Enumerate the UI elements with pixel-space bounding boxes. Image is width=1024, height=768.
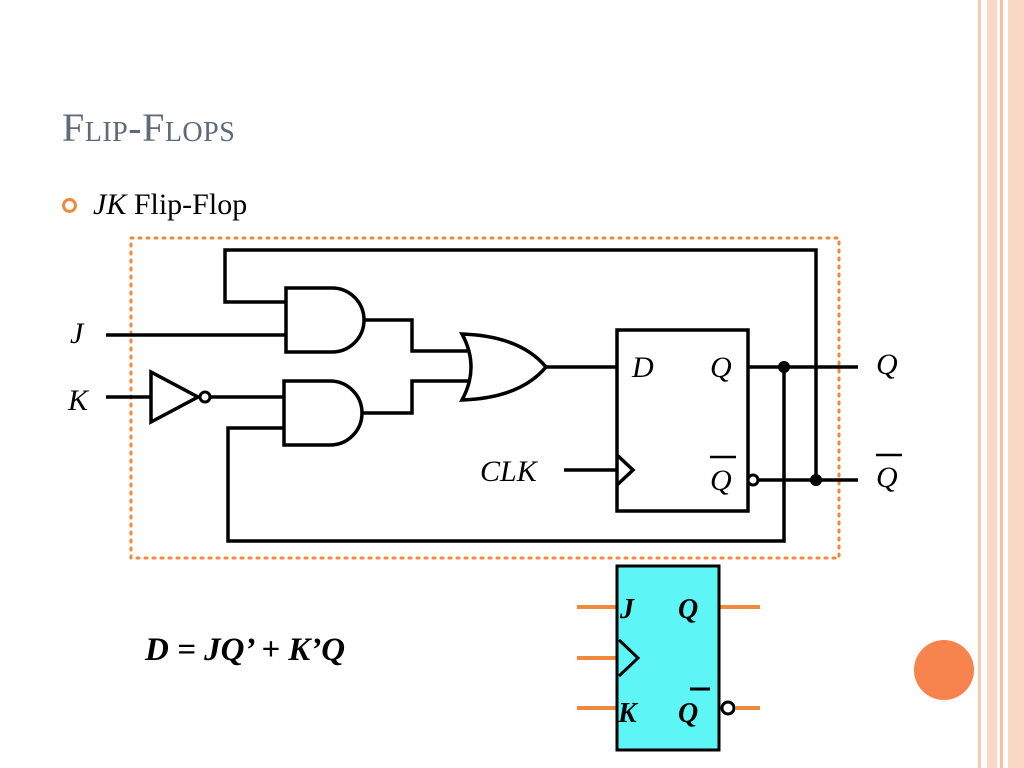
q-junction-dot bbox=[778, 361, 790, 373]
qbar-output-bubble bbox=[746, 473, 760, 487]
q-pin-label: Q bbox=[710, 351, 732, 384]
q-output-label: Q bbox=[876, 348, 898, 381]
qbar-output-label: Q bbox=[876, 461, 898, 494]
symbol-j-label: J bbox=[619, 594, 635, 625]
bullet-plain-text: Flip-Flop bbox=[126, 188, 248, 221]
bullet-circle-icon bbox=[62, 197, 77, 213]
and-gate-bottom bbox=[282, 379, 364, 447]
side-decoration-bar bbox=[987, 0, 997, 768]
and-top-to-or-wire bbox=[364, 318, 470, 353]
symbol-clock-marker bbox=[617, 638, 641, 678]
decorative-orange-circle bbox=[914, 640, 974, 700]
symbol-qbar-label: Q bbox=[678, 698, 698, 729]
qbar-junction-dot bbox=[810, 474, 822, 486]
side-decoration-bar bbox=[1008, 0, 1024, 768]
input-j-label: J bbox=[70, 317, 85, 350]
qbar-feedback-wire bbox=[223, 248, 818, 480]
symbol-q-label: Q bbox=[678, 594, 698, 625]
slide-title: Flip-Flops bbox=[62, 105, 236, 150]
qbar-pin-label: Q bbox=[710, 464, 732, 497]
or-gate bbox=[458, 332, 549, 402]
and-gate-top bbox=[284, 286, 366, 354]
inverter-bubble bbox=[198, 390, 212, 404]
input-k-label: K bbox=[67, 384, 90, 417]
jk-symbol: J Q K Q bbox=[577, 564, 760, 752]
symbol-k-label: K bbox=[617, 698, 639, 729]
d-flip-flop-box bbox=[615, 328, 750, 513]
clock-edge-marker bbox=[615, 453, 636, 487]
bullet-text: JK Flip-Flop bbox=[93, 188, 247, 222]
q-feedback-wire bbox=[226, 367, 786, 543]
inverter-gate bbox=[149, 369, 202, 425]
side-decoration-bar bbox=[978, 0, 981, 768]
clk-label: CLK bbox=[480, 455, 539, 488]
and-bottom-to-or-wire bbox=[362, 379, 470, 415]
symbol-qbar-bubble bbox=[720, 700, 736, 716]
bullet-item: JK Flip-Flop bbox=[62, 188, 247, 222]
equation-text: D = JQ’ + K’Q bbox=[145, 632, 346, 668]
symbol-box bbox=[615, 564, 721, 752]
d-input-label: D bbox=[631, 351, 654, 384]
side-decoration-bar bbox=[1000, 0, 1003, 768]
bullet-italic-text: JK bbox=[93, 188, 127, 221]
